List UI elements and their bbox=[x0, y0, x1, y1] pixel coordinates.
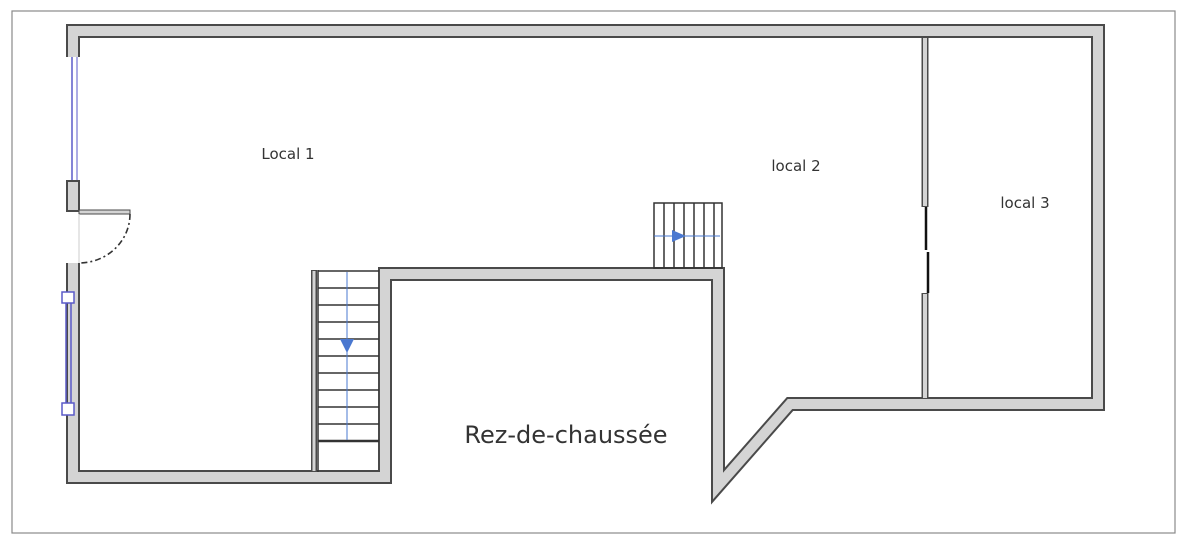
entrance-door bbox=[78, 209, 131, 264]
walls bbox=[66, 24, 1105, 505]
small-staircase bbox=[653, 202, 723, 269]
room-label-local-3: local 3 bbox=[1000, 194, 1049, 212]
stair-arrow-icon bbox=[672, 230, 686, 242]
partition-wall bbox=[921, 37, 930, 398]
room-label-local-2: local 2 bbox=[771, 157, 820, 175]
stair-arrow-icon bbox=[340, 339, 354, 353]
main-staircase bbox=[317, 270, 379, 472]
level-label: Rez-de-chaussée bbox=[464, 421, 667, 449]
room-label-local-1: Local 1 bbox=[261, 145, 314, 163]
window-bottom-left bbox=[61, 291, 75, 416]
window-top-left bbox=[71, 57, 78, 180]
